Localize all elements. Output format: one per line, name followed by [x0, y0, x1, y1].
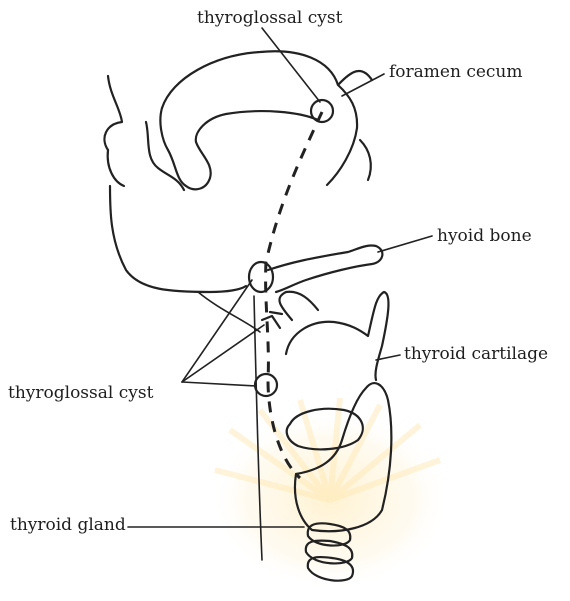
- lower-lip-outline: [146, 122, 184, 190]
- skull-outline: [162, 51, 357, 185]
- hyoid-cyst-circle: [249, 262, 273, 292]
- label-thyroglossal-cyst-left: thyroglossal cyst: [8, 385, 153, 402]
- thyroid-cartilage-outline: [286, 292, 388, 380]
- lip-upper-outline: [104, 76, 122, 150]
- lip-contour: [108, 150, 124, 186]
- lower-cyst-circle: [255, 374, 277, 396]
- pharynx-outline: [360, 140, 371, 180]
- label-thyroid-cartilage: thyroid cartilage: [404, 346, 548, 363]
- label-foramen-cecum: foramen cecum: [389, 64, 523, 81]
- label-hyoid-bone: hyoid bone: [437, 228, 532, 245]
- label-thyroglossal-cyst-top: thyroglossal cyst: [197, 10, 342, 27]
- label-thyroid-gland: thyroid gland: [10, 517, 126, 534]
- cricoid-outline: [279, 292, 318, 320]
- duct-fragment: [262, 312, 282, 328]
- chin-outline: [110, 186, 246, 292]
- upper-cyst-circle: [311, 100, 333, 122]
- hyoid-bone-shape: [268, 245, 382, 292]
- watermark-seal: [210, 398, 450, 590]
